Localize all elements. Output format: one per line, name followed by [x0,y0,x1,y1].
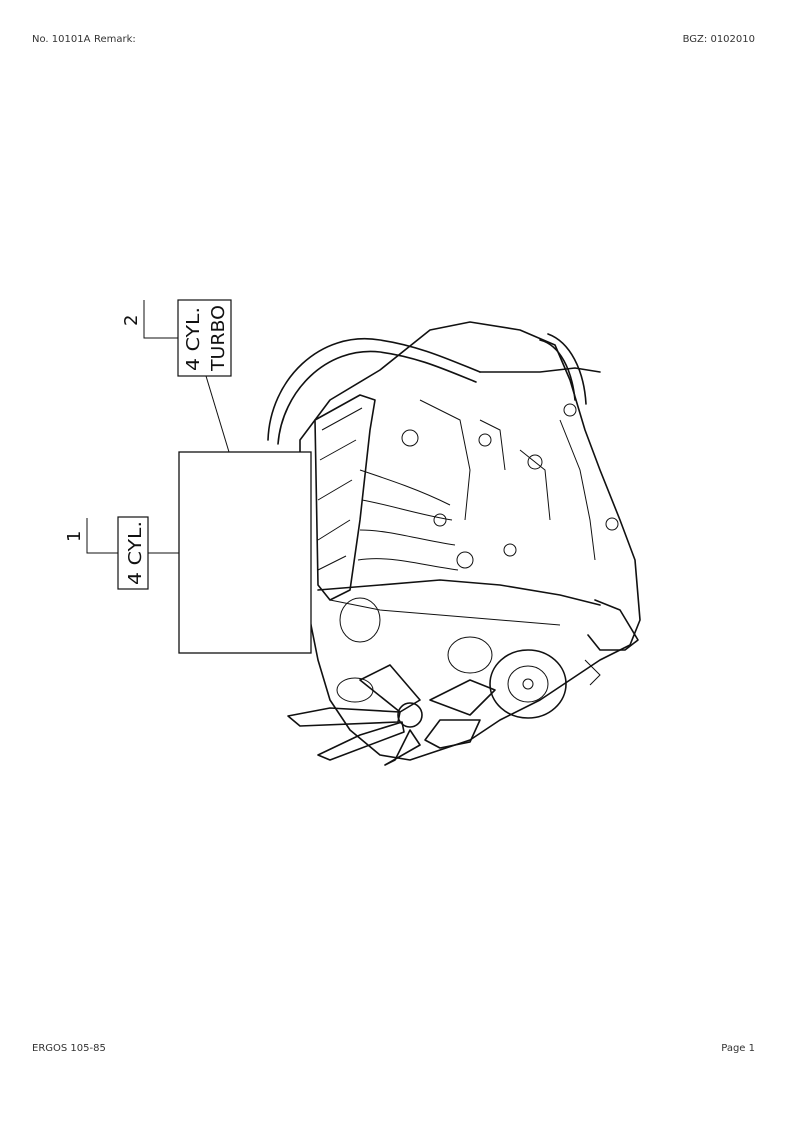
bgz-code: BGZ: 0102010 [682,34,755,45]
document-number: No. 10101A [32,34,91,45]
page-number: Page 1 [721,1043,755,1054]
callout-2-label-line1: 4 CYL. [183,307,204,371]
engine-illustration [267,321,641,766]
callout-1-number: 1 [64,531,85,542]
callout-2-number: 2 [121,315,142,326]
remark-label: Remark: [94,34,136,45]
callout-1: 4 CYL. 1 [64,516,179,590]
model-label: ERGOS 105-85 [32,1043,106,1054]
callout-2: 4 CYL. TURBO 2 [121,299,232,453]
callout-1-label: 4 CYL. [125,521,146,585]
callout-2-label-line2: TURBO [208,305,229,372]
cover-box [178,451,312,654]
